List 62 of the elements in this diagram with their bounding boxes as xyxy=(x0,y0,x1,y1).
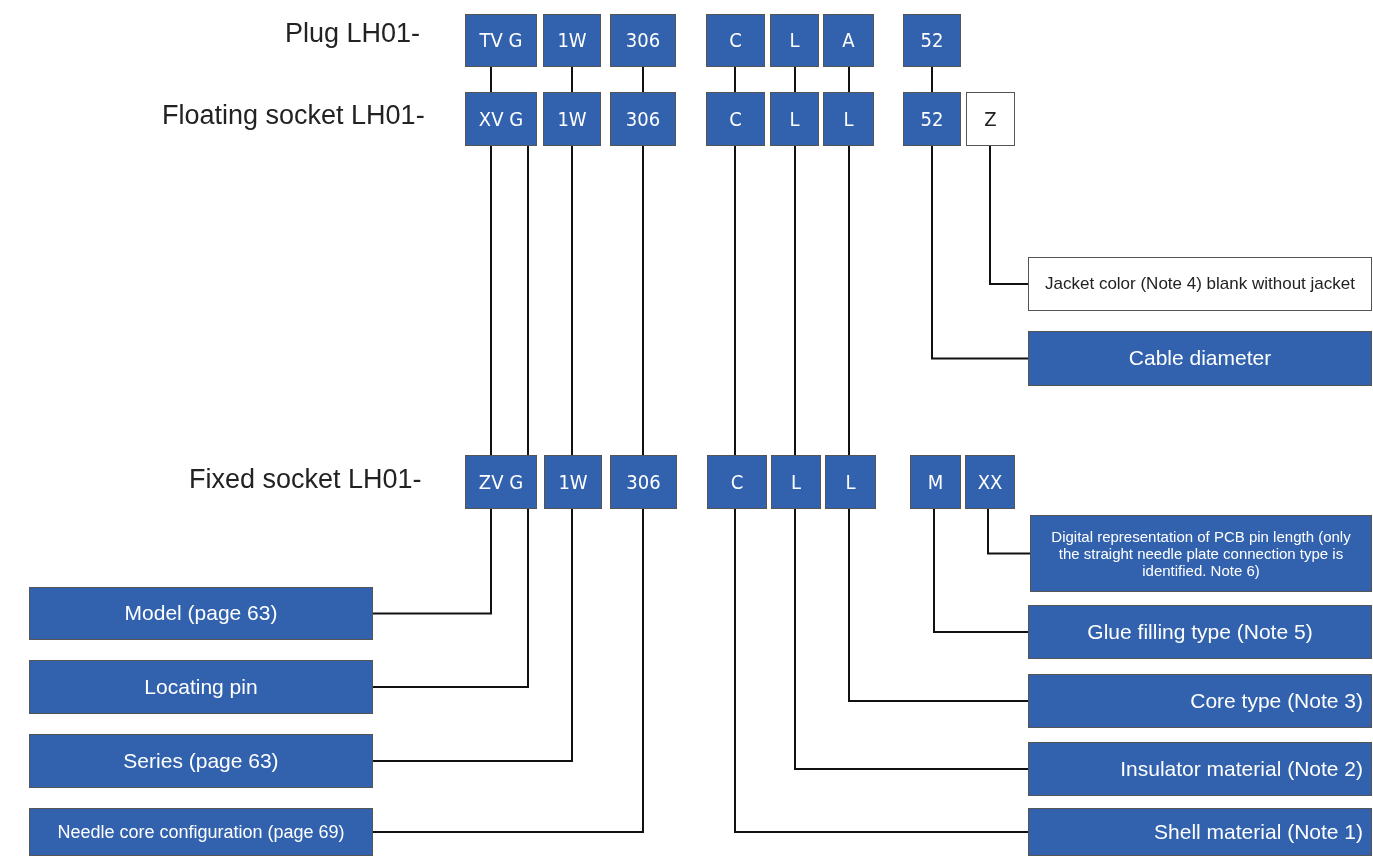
connector-line xyxy=(372,508,529,688)
connector-line xyxy=(490,145,492,456)
code-box: Z xyxy=(966,92,1015,146)
connector-line xyxy=(372,508,644,833)
connector-line xyxy=(734,508,1029,833)
row-label: Fixed socket LH01- xyxy=(189,464,422,495)
connector-line xyxy=(931,66,933,93)
description-box: Shell material (Note 1) xyxy=(1028,808,1372,856)
code-box: C xyxy=(706,14,765,67)
connector-line xyxy=(642,145,644,456)
connector-line xyxy=(989,145,1029,285)
code-box: C xyxy=(707,455,767,509)
description-box: Jacket color (Note 4) blank without jacket xyxy=(1028,257,1372,311)
connector-line xyxy=(848,508,1029,702)
connector-line xyxy=(527,145,529,456)
row-label: Floating socket LH01- xyxy=(162,100,425,131)
code-box: A xyxy=(823,14,874,67)
connector-line xyxy=(372,508,492,615)
code-box: L xyxy=(770,92,819,146)
code-box: L xyxy=(771,455,821,509)
connector-line xyxy=(571,145,573,456)
connector-line xyxy=(642,66,644,93)
connector-line xyxy=(734,145,736,456)
connector-line xyxy=(490,66,492,93)
description-box: Insulator material (Note 2) xyxy=(1028,742,1372,796)
description-box: Needle core configuration (page 69) xyxy=(29,808,373,856)
code-box: XV G xyxy=(465,92,537,146)
code-box: L xyxy=(825,455,876,509)
connector-line xyxy=(848,145,850,456)
connector-line xyxy=(848,66,850,93)
description-box: Model (page 63) xyxy=(29,587,373,640)
code-box: C xyxy=(706,92,765,146)
connector-line xyxy=(794,508,1029,770)
code-box: 1W xyxy=(544,455,602,509)
connector-line xyxy=(794,145,796,456)
connector-line xyxy=(933,508,1029,633)
code-box: XX xyxy=(965,455,1015,509)
code-box: L xyxy=(823,92,874,146)
code-box: 52 xyxy=(903,14,961,67)
code-box: TV G xyxy=(465,14,537,67)
row-label: Plug LH01- xyxy=(285,18,421,49)
code-box: 306 xyxy=(610,455,677,509)
connector-line xyxy=(372,508,573,762)
code-box: L xyxy=(770,14,819,67)
code-box: 306 xyxy=(610,92,676,146)
description-box: Cable diameter xyxy=(1028,331,1372,386)
description-box: Series (page 63) xyxy=(29,734,373,788)
description-box: Digital representation of PCB pin length (only the straight needle plate connection type is identified. Note 6) xyxy=(1030,515,1372,592)
connector-line xyxy=(987,508,1031,555)
code-box: 1W xyxy=(543,14,601,67)
connector-line xyxy=(931,145,1029,360)
description-box: Core type (Note 3) xyxy=(1028,674,1372,728)
code-box: 1W xyxy=(543,92,601,146)
connector-line xyxy=(734,66,736,93)
code-box: 306 xyxy=(610,14,676,67)
description-box: Locating pin xyxy=(29,660,373,714)
code-box: ZV G xyxy=(465,455,537,509)
connector-line xyxy=(794,66,796,93)
description-box: Glue filling type (Note 5) xyxy=(1028,605,1372,659)
connector-line xyxy=(571,66,573,93)
code-box: M xyxy=(910,455,961,509)
code-box: 52 xyxy=(903,92,961,146)
